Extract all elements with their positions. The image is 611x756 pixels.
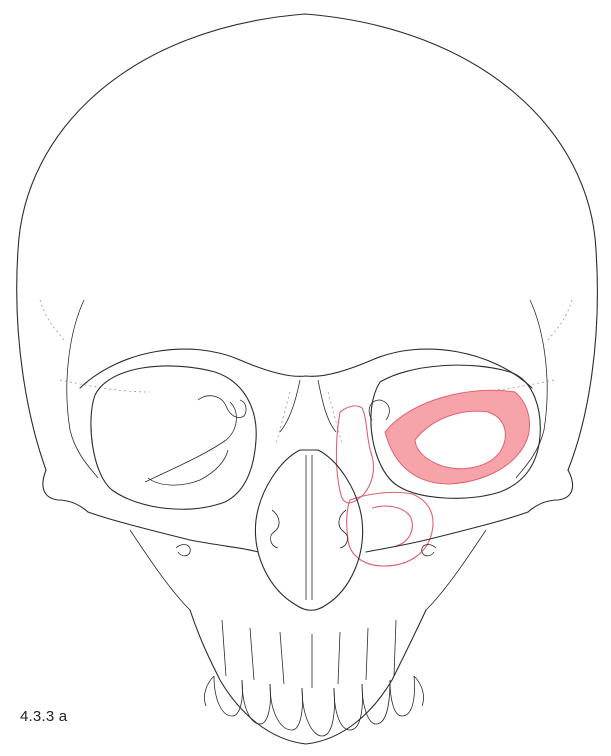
right-zygomatic bbox=[366, 512, 528, 552]
nasal-bridge-right bbox=[318, 380, 336, 432]
left-orbit bbox=[91, 366, 256, 509]
brow-ridge bbox=[80, 349, 532, 388]
right-orbit-notch bbox=[369, 400, 389, 420]
nasal-bone-highlight bbox=[336, 406, 373, 503]
right-dotted-suture bbox=[548, 300, 572, 340]
right-temporal-line bbox=[528, 470, 573, 512]
left-dotted-curve bbox=[60, 380, 150, 392]
left-orbit-fissure bbox=[148, 450, 228, 485]
left-dotted-suture bbox=[40, 300, 64, 340]
left-concha bbox=[271, 510, 280, 548]
right-cheek-curve bbox=[426, 530, 486, 610]
nasal-dotted-right bbox=[328, 392, 342, 444]
nasal-bridge-left bbox=[280, 380, 300, 432]
upper-teeth bbox=[204, 676, 423, 736]
jaw-outline bbox=[190, 610, 426, 744]
left-orbit-notch bbox=[198, 396, 246, 418]
maxilla-inner-highlight bbox=[372, 506, 412, 546]
left-zygomatic bbox=[88, 512, 258, 552]
orbital-rim-highlight bbox=[385, 390, 530, 484]
left-orbit-inner bbox=[145, 402, 236, 482]
tooth-roots bbox=[222, 620, 396, 688]
left-cheek-curve bbox=[130, 530, 190, 610]
figure-label: 4.3.3 a bbox=[20, 708, 67, 725]
left-temporal-line bbox=[43, 470, 88, 512]
nasal-dotted-left bbox=[276, 392, 290, 444]
left-infraorbital bbox=[176, 545, 190, 556]
